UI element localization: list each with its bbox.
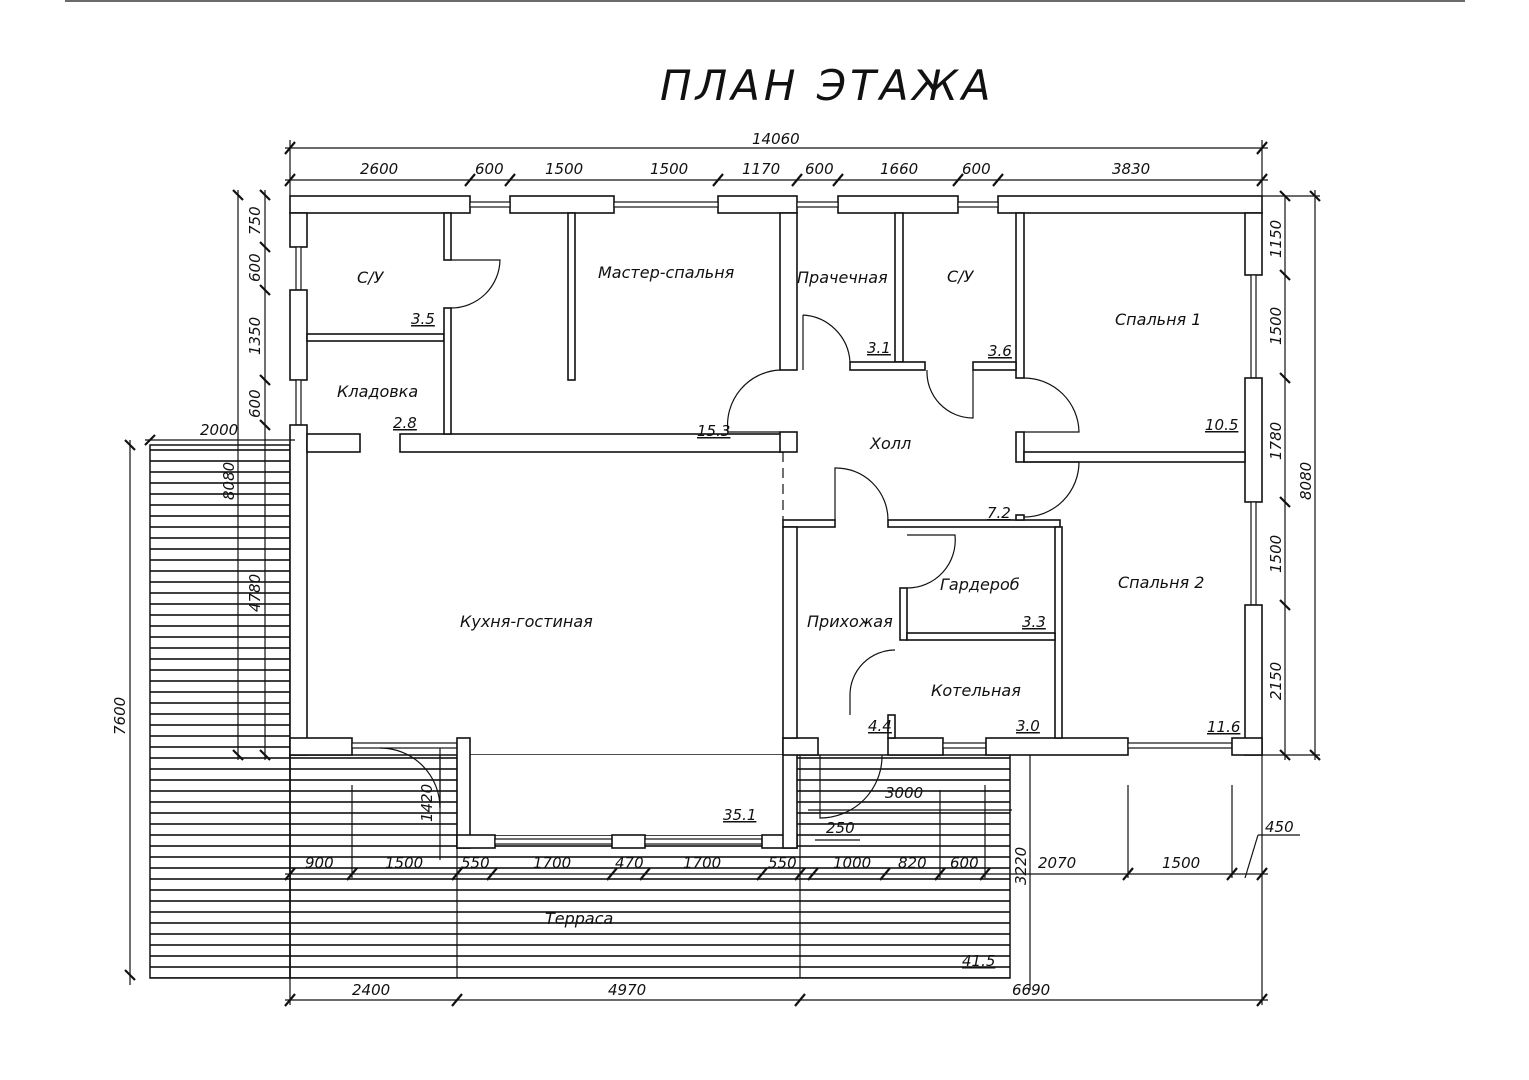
room-hall: Холл [869, 434, 911, 453]
dim-bottom-row: 550 [461, 854, 490, 872]
dim-top: 1660 [880, 160, 918, 178]
dim-bottom: 6690 [1012, 981, 1050, 999]
dim-bottom: 2400 [352, 981, 390, 999]
room-storage: Кладовка [337, 382, 418, 401]
dim-left: 600 [246, 389, 264, 418]
room-wc-2: С/У [947, 267, 975, 286]
plan-title: ПЛАН ЭТАЖА [660, 61, 995, 110]
dim-left-total: 8080 [220, 462, 238, 500]
dim-top: 600 [475, 160, 504, 178]
dim-top-total: 14060 [752, 130, 800, 148]
room-kitchen-living: Кухня-гостиная [460, 612, 593, 631]
dim-bottom-row: 1000 [833, 854, 871, 872]
dim-left-7600: 7600 [111, 697, 129, 735]
dim-left: 600 [246, 253, 264, 282]
dim-bottom-row: 820 [898, 854, 927, 872]
dim-bottom-row: 1700 [533, 854, 571, 872]
dim-bottom-row: 1700 [683, 854, 721, 872]
doors [379, 259, 1080, 819]
dim-left: 750 [246, 206, 264, 235]
area-labels: 3.5 2.8 15.3 3.1 3.6 10.5 7.2 3.3 4.4 3.… [393, 310, 1240, 970]
dim-450: 450 [1265, 818, 1294, 836]
dim-right: 1500 [1267, 535, 1285, 573]
area-kitchen-living: 35.1 [723, 806, 756, 824]
dimension-labels: 14060 2600 600 1500 1500 1170 600 1660 6… [111, 130, 1315, 999]
room-bedroom-1: Спальня 1 [1115, 310, 1201, 329]
dim-top: 1500 [545, 160, 583, 178]
dim-3000: 3000 [885, 784, 923, 802]
dim-bottom-row: 2070 [1038, 854, 1076, 872]
area-laundry: 3.1 [867, 339, 891, 357]
dim-bottom-row: 900 [305, 854, 334, 872]
room-terrace: Терраса [545, 909, 613, 928]
dim-right: 1150 [1267, 220, 1285, 258]
room-bedroom-2: Спальня 2 [1118, 573, 1204, 592]
dim-bottom: 4970 [608, 981, 646, 999]
dim-right: 2150 [1267, 662, 1285, 700]
dimension-lines [124, 140, 1321, 1007]
area-bedroom-2: 11.6 [1207, 718, 1240, 736]
dim-top: 3830 [1112, 160, 1150, 178]
dim-left-4780: 4780 [246, 574, 264, 612]
room-laundry: Прачечная [797, 268, 888, 287]
room-wc-1: С/У [357, 268, 385, 287]
dim-top: 600 [805, 160, 834, 178]
dim-top: 1500 [650, 160, 688, 178]
room-master-bedroom: Мастер-спальня [598, 263, 735, 282]
dim-bottom-row: 1500 [385, 854, 423, 872]
dim-250: 250 [826, 819, 855, 837]
room-labels: С/У Мастер-спальня Прачечная С/У Спальня… [337, 263, 1204, 928]
dim-top: 600 [962, 160, 991, 178]
dim-left-2000: 2000 [200, 421, 238, 439]
dim-right-total: 8080 [1297, 462, 1315, 500]
dim-1420: 1420 [418, 784, 436, 822]
area-wc-2: 3.6 [988, 342, 1012, 360]
room-wardrobe: Гардероб [940, 575, 1020, 594]
dim-bottom-row: 550 [768, 854, 797, 872]
dim-bottom-row: 470 [615, 854, 644, 872]
outer-walls [289, 195, 1263, 849]
dim-right: 1780 [1267, 422, 1285, 460]
dim-bottom-row: 600 [950, 854, 979, 872]
area-wc-1: 3.5 [411, 310, 435, 328]
area-hall: 7.2 [987, 504, 1011, 522]
dim-left: 1350 [246, 317, 264, 355]
dim-bottom-row: 1500 [1162, 854, 1200, 872]
area-wardrobe: 3.3 [1022, 613, 1046, 631]
area-terrace: 41.5 [962, 952, 995, 970]
area-entry: 4.4 [868, 717, 892, 735]
area-storage: 2.8 [393, 414, 417, 432]
room-entry: Прихожая [807, 612, 893, 631]
dim-3220: 3220 [1012, 847, 1030, 885]
area-master-bedroom: 15.3 [697, 422, 730, 440]
terrace [149, 444, 1011, 979]
dim-top: 2600 [360, 160, 398, 178]
dim-right: 1500 [1267, 307, 1285, 345]
interior-walls [306, 212, 1246, 739]
area-bedroom-1: 10.5 [1205, 416, 1238, 434]
dim-top: 1170 [742, 160, 780, 178]
area-boiler: 3.0 [1016, 717, 1040, 735]
room-boiler: Котельная [931, 681, 1021, 700]
